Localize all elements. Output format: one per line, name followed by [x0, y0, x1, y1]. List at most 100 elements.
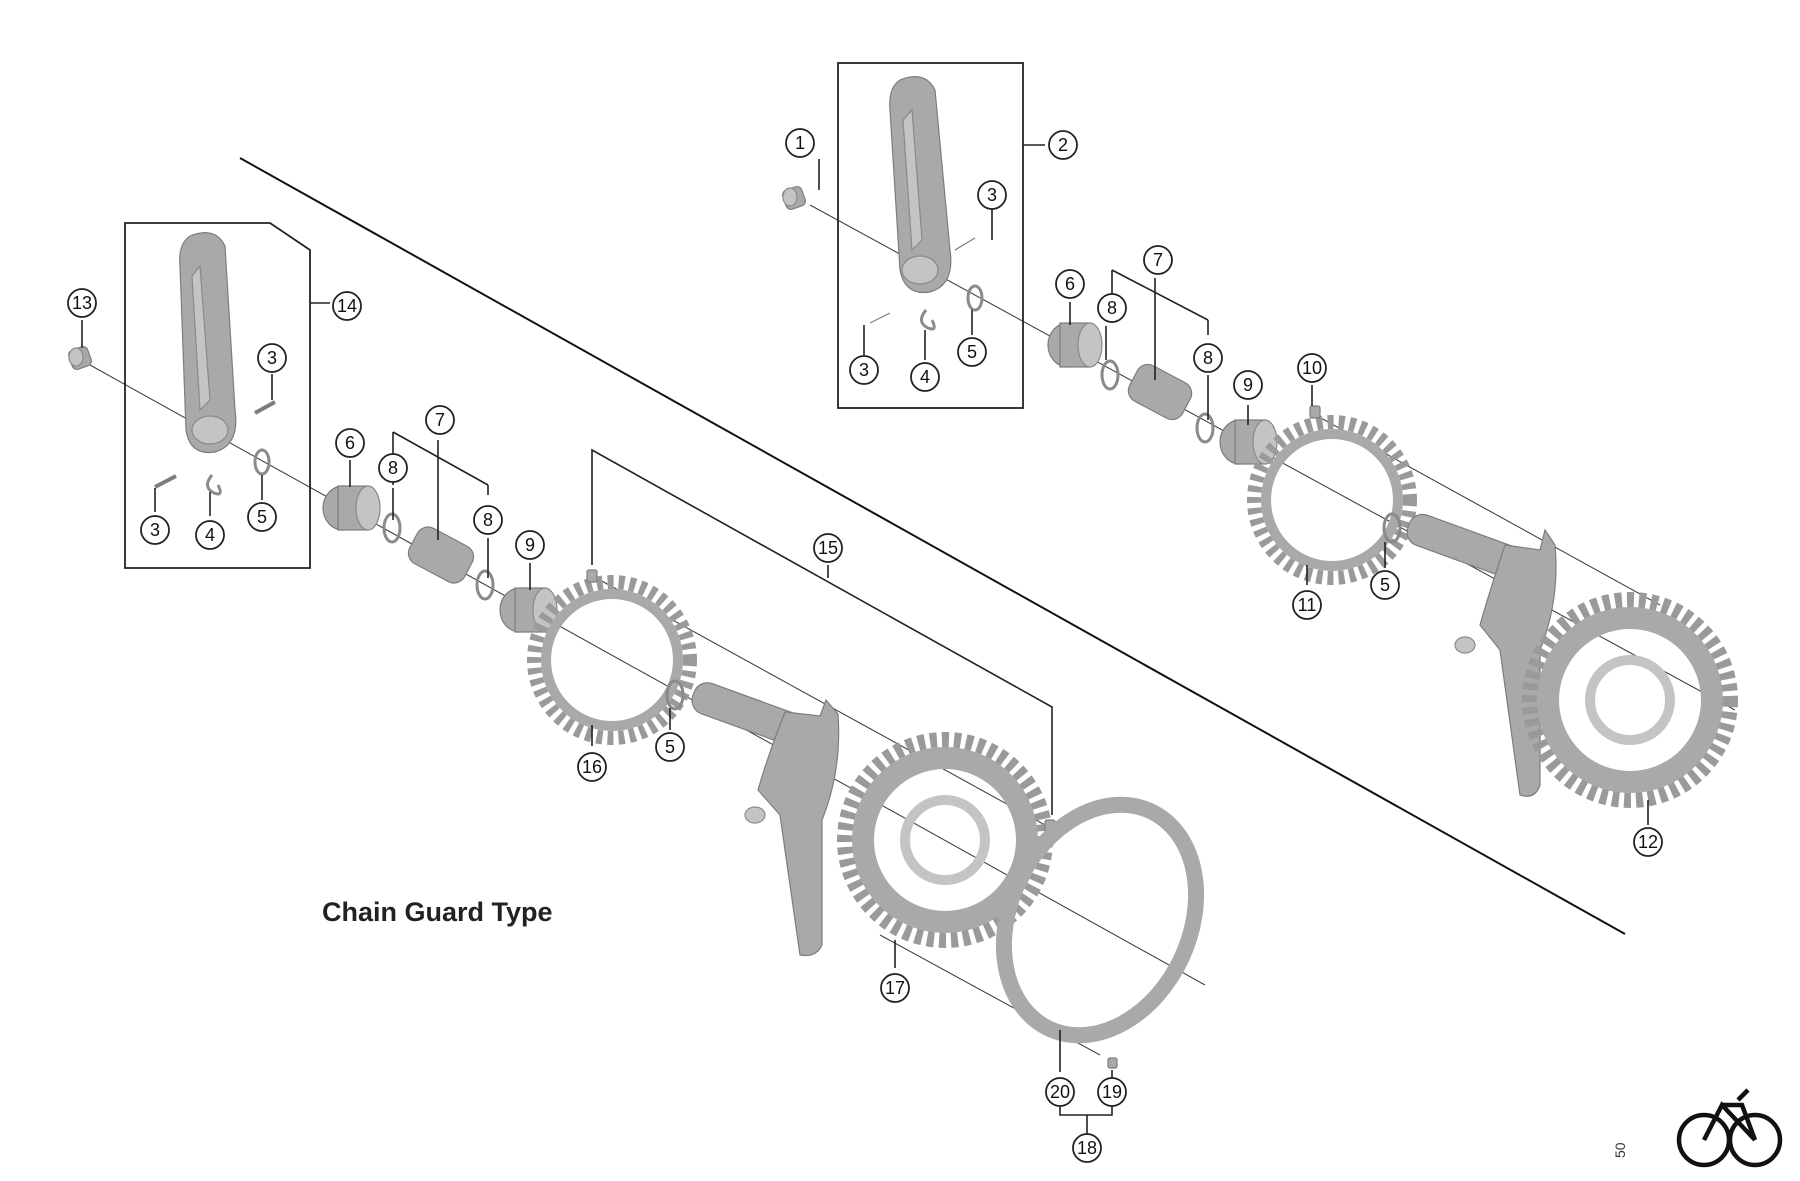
pinch-bolt — [954, 237, 976, 251]
callout-9: 9 — [1233, 370, 1263, 400]
callout-3: 3 — [849, 355, 879, 385]
spacer-ring — [475, 569, 495, 601]
svg-text:2: 2 — [1058, 135, 1068, 155]
crank-fixing-bolt — [67, 345, 93, 371]
svg-text:19: 19 — [1102, 1082, 1122, 1102]
callout-8: 8 — [378, 453, 408, 483]
svg-text:5: 5 — [257, 507, 267, 527]
svg-text:3: 3 — [267, 348, 277, 368]
callout-3: 3 — [257, 343, 287, 373]
svg-text:3: 3 — [859, 360, 869, 380]
o-ring — [1382, 512, 1402, 544]
svg-text:11: 11 — [1298, 595, 1317, 615]
crank-fixing-bolt — [781, 185, 807, 211]
safety-plate — [920, 309, 936, 331]
callout-5: 5 — [1370, 570, 1400, 600]
left-crank-kit-box — [837, 62, 1024, 409]
svg-text:9: 9 — [1243, 375, 1253, 395]
callout-8: 8 — [1097, 293, 1127, 323]
spacer-ring — [1100, 359, 1120, 391]
callout-4: 4 — [910, 362, 940, 392]
callout-14: 14 — [332, 291, 362, 321]
callout-7: 7 — [425, 405, 455, 435]
section-divider — [239, 157, 1626, 935]
callout-5: 5 — [655, 732, 685, 762]
callout-6: 6 — [1055, 269, 1085, 299]
svg-text:8: 8 — [483, 510, 493, 530]
callout-16: 16 — [577, 752, 607, 782]
callout-4: 4 — [195, 520, 225, 550]
callout-3: 3 — [977, 180, 1007, 210]
chain-guard-assembly — [67, 232, 1206, 1069]
callout-2: 2 — [1048, 130, 1078, 160]
callout-17: 17 — [880, 973, 910, 1003]
svg-text:7: 7 — [435, 410, 445, 430]
callout-6: 6 — [335, 428, 365, 458]
o-ring — [253, 448, 271, 476]
svg-text:6: 6 — [345, 433, 355, 453]
callout-19: 19 — [1097, 1077, 1127, 1107]
svg-text:5: 5 — [967, 342, 977, 362]
svg-text:9: 9 — [525, 535, 535, 555]
svg-text:16: 16 — [582, 757, 602, 777]
callout-8: 8 — [473, 505, 503, 535]
svg-text:8: 8 — [1203, 348, 1213, 368]
callout-1: 1 — [785, 128, 815, 158]
callout-11: 11 — [1292, 590, 1322, 620]
leader-lines — [81, 144, 1649, 1135]
bb-cup-right — [499, 587, 558, 633]
callouts: 1 2 3 3 4 5 6 7 8 8 9 10 11 5 12 13 14 3… — [67, 128, 1663, 1163]
chain-guard — [995, 796, 1205, 1044]
spacer-ring — [382, 512, 402, 544]
chain-guard-type-caption: Chain Guard Type — [322, 897, 553, 927]
spacer-ring — [1195, 412, 1215, 444]
right-crank-arm — [1406, 513, 1557, 797]
chainring-bolt — [586, 569, 598, 583]
svg-text:3: 3 — [987, 185, 997, 205]
bb-inner-tube — [407, 526, 475, 584]
callout-18: 18 — [1072, 1133, 1102, 1163]
svg-text:6: 6 — [1065, 274, 1075, 294]
pinch-bolt — [869, 312, 891, 324]
svg-text:18: 18 — [1077, 1138, 1097, 1158]
callout-5: 5 — [247, 502, 277, 532]
svg-text:20: 20 — [1050, 1082, 1070, 1102]
pinch-bolt — [154, 474, 177, 489]
o-ring — [665, 679, 685, 711]
svg-text:14: 14 — [337, 296, 357, 316]
svg-text:3: 3 — [150, 520, 160, 540]
bb-cup-right — [1219, 419, 1278, 465]
diagram-reference-code: 50 — [1612, 1142, 1628, 1158]
callout-15: 15 — [813, 533, 843, 563]
svg-text:8: 8 — [388, 458, 398, 478]
outer-chainring — [1522, 592, 1738, 808]
svg-text:8: 8 — [1107, 298, 1117, 318]
o-ring — [966, 284, 984, 312]
svg-text:4: 4 — [205, 525, 215, 545]
left-crank-arm — [889, 76, 952, 294]
svg-text:17: 17 — [885, 978, 905, 998]
svg-text:5: 5 — [665, 737, 675, 757]
chainring-bolt — [1309, 405, 1321, 419]
inner-chainring — [1247, 415, 1417, 585]
svg-text:13: 13 — [72, 293, 92, 313]
callout-13: 13 — [67, 288, 97, 318]
callout-8: 8 — [1193, 343, 1223, 373]
left-crank-arm — [179, 232, 237, 454]
bb-cup-left — [1047, 322, 1103, 368]
standard-assembly — [781, 62, 1738, 808]
chain-guard-bolt — [1107, 1057, 1118, 1069]
inner-chainring — [527, 575, 697, 745]
safety-plate — [206, 474, 222, 496]
bb-cup-left — [322, 485, 381, 531]
svg-text:15: 15 — [818, 538, 838, 558]
callout-12: 12 — [1633, 827, 1663, 857]
svg-text:12: 12 — [1638, 832, 1658, 852]
svg-text:1: 1 — [795, 133, 805, 153]
callout-10: 10 — [1297, 353, 1327, 383]
svg-text:5: 5 — [1380, 575, 1390, 595]
pinch-bolt — [254, 400, 276, 415]
bb-inner-tube — [1127, 363, 1193, 421]
callout-20: 20 — [1045, 1077, 1075, 1107]
